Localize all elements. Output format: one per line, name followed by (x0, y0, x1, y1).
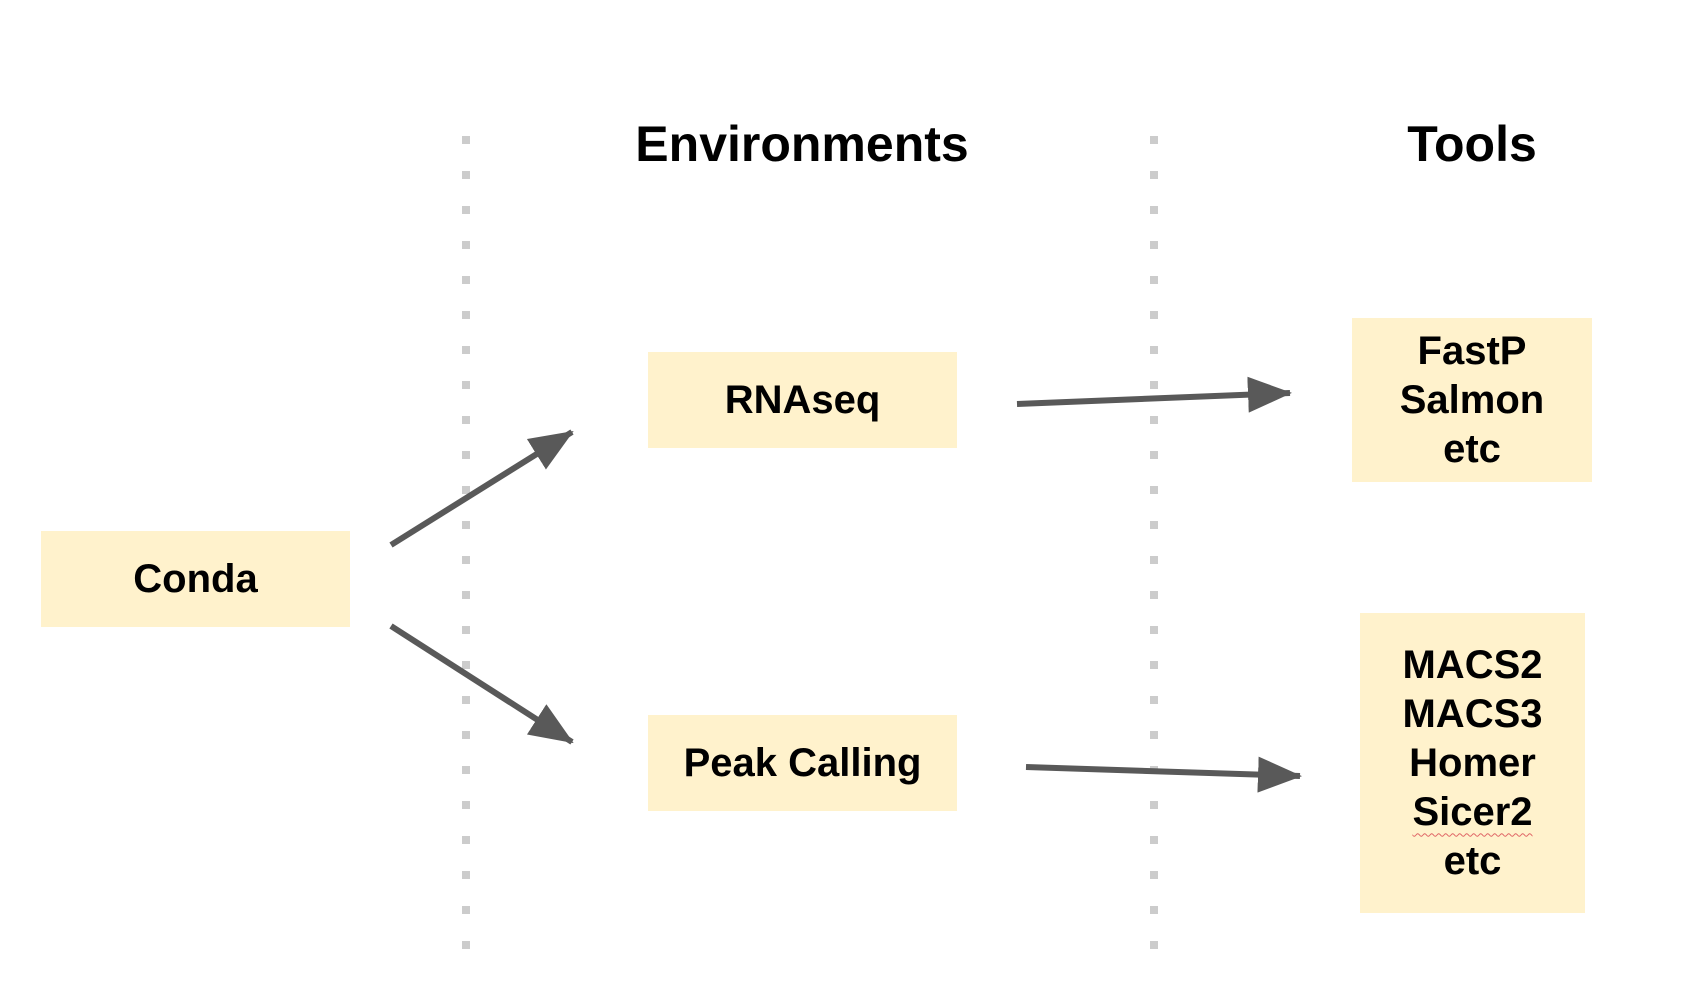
tool-etc: etc (1443, 838, 1502, 883)
node-conda: Conda (41, 531, 350, 627)
tool-homer: Homer (1409, 740, 1536, 785)
arrow-conda-to-peak-calling (389, 623, 574, 745)
tool-salmon: Salmon (1399, 377, 1545, 422)
heading-tools: Tools (1407, 116, 1537, 172)
node-peak-calling-label: Peak Calling (683, 740, 922, 785)
node-peak-tools: MACS2 MACS3 Homer Sicer2 etc (1360, 613, 1585, 913)
node-rnaseq-tools: FastP Salmon etc (1352, 318, 1592, 482)
arrow-rnaseq-to-tools (1016, 376, 1292, 413)
tool-etc: etc (1443, 426, 1501, 471)
node-rnaseq: RNAseq (648, 352, 957, 448)
node-conda-label: Conda (133, 556, 258, 601)
node-rnaseq-label: RNAseq (724, 377, 881, 422)
heading-environments: Environments (635, 116, 969, 172)
node-peak-calling: Peak Calling (648, 715, 957, 811)
tool-sicer2: Sicer2 (1412, 789, 1533, 834)
tool-macs2: MACS2 (1402, 642, 1543, 687)
arrow-peak-calling-to-tools (1025, 756, 1302, 793)
tool-fastp: FastP (1417, 328, 1527, 373)
arrow-conda-to-rnaseq (389, 429, 574, 548)
tool-macs3: MACS3 (1402, 691, 1543, 736)
